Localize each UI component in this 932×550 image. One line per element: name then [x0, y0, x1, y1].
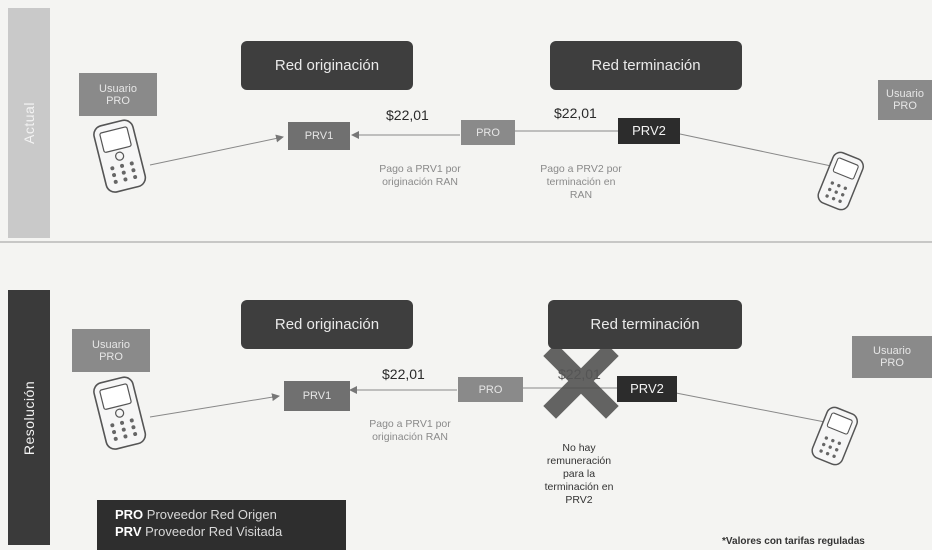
bottom-left-phone-icon	[93, 376, 147, 450]
resolucion-side-label: Resolución	[8, 290, 50, 545]
legend-box: PRO Proveedor Red Origen PRV Proveedor R…	[97, 500, 346, 550]
actual-prv1-label: PRV1	[304, 130, 334, 142]
actual-net-origin-box: Red originación	[241, 41, 413, 90]
footnote: *Valores con tarifas reguladas	[722, 536, 865, 547]
actual-pro-label: PRO	[476, 126, 500, 139]
actual-net-termination-label: Red terminación	[591, 57, 701, 74]
actual-user-left: Usuario PRO	[79, 73, 157, 116]
actual-caption-left: Pago a PRV1 por originación RAN	[379, 163, 461, 188]
actual-prv2-node: PRV2	[618, 118, 680, 144]
top-left-phone-icon	[93, 119, 147, 193]
top-prv2-to-phone-arrow	[679, 133, 837, 170]
top-phone-to-prv1-arrow	[149, 134, 284, 166]
legend-prv-abbr: PRV	[115, 524, 142, 539]
legend-row-prv: PRV Proveedor Red Visitada	[115, 523, 346, 540]
resolucion-user-left-label: Usuario PRO	[92, 338, 130, 363]
legend-prv-text: Proveedor Red Visitada	[145, 524, 283, 539]
resolucion-net-termination-label: Red terminación	[590, 316, 700, 333]
actual-amount-right: $22,01	[554, 105, 597, 121]
resolucion-prv2-node: PRV2	[617, 376, 677, 402]
resolucion-amount-right-crossed: $22,01	[558, 366, 601, 382]
resolucion-net-origin-box: Red originación	[241, 300, 413, 349]
legend-pro-text: Proveedor Red Origen	[146, 507, 277, 522]
top-right-phone-icon	[817, 151, 865, 211]
resolucion-net-termination-box: Red terminación	[548, 300, 742, 349]
resolucion-side-label-text: Resolución	[21, 380, 38, 455]
actual-side-label: Actual	[8, 8, 50, 238]
resolucion-pro-node: PRO	[458, 377, 523, 402]
bottom-right-phone-icon	[811, 406, 859, 466]
legend-row-pro: PRO Proveedor Red Origen	[115, 506, 346, 523]
resolucion-user-left: Usuario PRO	[72, 329, 150, 372]
actual-side-label-text: Actual	[20, 102, 37, 144]
resolucion-user-right-label: Usuario PRO	[873, 345, 911, 369]
actual-net-termination-box: Red terminación	[550, 41, 742, 90]
resolucion-prv1-label: PRV1	[302, 390, 332, 402]
bottom-phone-to-prv1-arrow	[149, 393, 280, 418]
resolucion-amount-left: $22,01	[382, 366, 425, 382]
resolucion-net-origin-label: Red originación	[274, 316, 380, 333]
actual-pro-node: PRO	[461, 120, 515, 145]
resolucion-caption-right: No hay remuneración para la terminación …	[544, 442, 614, 506]
resolucion-pro-label: PRO	[478, 383, 503, 396]
resolucion-prv2-label: PRV2	[630, 381, 664, 396]
actual-user-right: Usuario PRO	[878, 80, 932, 120]
legend-pro-abbr: PRO	[115, 507, 144, 522]
actual-caption-right: Pago a PRV2 por terminación en RAN	[540, 163, 622, 201]
resolucion-caption-left: Pago a PRV1 por originación RAN	[369, 418, 451, 443]
actual-prv1-node: PRV1	[288, 122, 350, 150]
bottom-prv2-to-phone-arrow	[675, 392, 831, 426]
actual-prv2-label: PRV2	[632, 123, 666, 138]
resolucion-user-right: Usuario PRO	[852, 336, 932, 378]
actual-user-right-label: Usuario PRO	[886, 88, 924, 112]
no-payment-cross-icon	[543, 343, 619, 419]
actual-user-left-label: Usuario PRO	[99, 82, 137, 107]
resolucion-prv1-node: PRV1	[284, 381, 350, 411]
actual-amount-left: $22,01	[386, 107, 429, 123]
actual-net-origin-label: Red originación	[274, 57, 380, 74]
